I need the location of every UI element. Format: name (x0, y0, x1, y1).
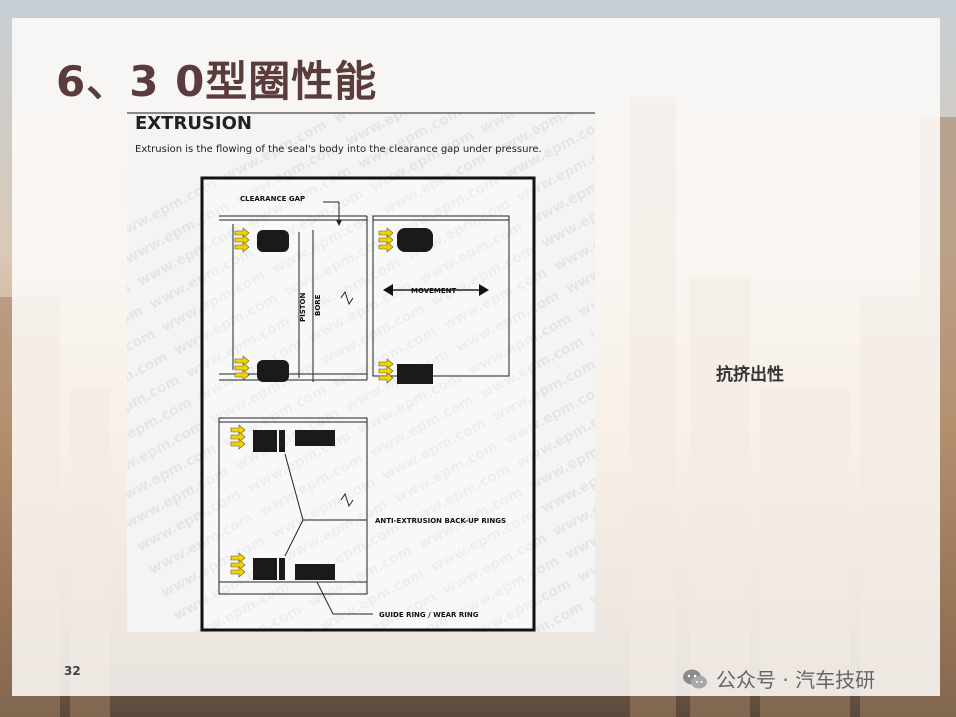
bore-label: BORE (314, 294, 322, 316)
clearance-gap-label: CLEARANCE GAP (240, 195, 305, 203)
side-label: 抗挤出性 (716, 365, 784, 385)
diagram-frame (200, 176, 536, 632)
o-ring-seal-extruded-top (397, 228, 433, 252)
page-number: 32 (64, 664, 81, 678)
panel-movement: MOVEMENT (372, 215, 510, 384)
figure-heading: EXTRUSION (135, 113, 252, 134)
o-ring-seal-top (257, 230, 289, 252)
backup-ring-bottom (279, 558, 285, 580)
guide-ring-label: GUIDE RING / WEAR RING (379, 611, 479, 619)
movement-label: MOVEMENT (411, 287, 457, 295)
guide-ring-bottom (295, 564, 335, 580)
figure-caption: Extrusion is the flowing of the seal's b… (135, 144, 542, 155)
brand-footer: 公众号 · 汽车技研 (682, 664, 875, 693)
panel-backup-rings: ANTI-EXTRUSION BACK-UP RINGS GUIDE RING … (218, 417, 506, 619)
piston-label: PISTON (299, 292, 307, 322)
backup-ring-top (279, 430, 285, 452)
o-ring-seal-bottom (257, 360, 289, 382)
wechat-icon (683, 669, 707, 688)
seal-bottom (253, 558, 277, 580)
brand-text: 公众号 · 汽车技研 (716, 668, 876, 692)
extrusion-diagram: CLEARANCE GAP PISTON BORE MOVEMENT (200, 176, 536, 632)
panel-piston-bore: CLEARANCE GAP PISTON BORE (219, 195, 368, 382)
extrusion-figure: www.epm.com www.epm.com www.epm.com www.… (127, 112, 595, 632)
seal-top (253, 430, 277, 452)
o-ring-seal-extruded-bottom (397, 364, 433, 384)
slide-title: 6、3 0型圈性能 (56, 57, 378, 106)
anti-extrusion-label: ANTI-EXTRUSION BACK-UP RINGS (375, 517, 506, 525)
figure-top-rule (127, 112, 595, 114)
guide-ring-top (295, 430, 335, 446)
